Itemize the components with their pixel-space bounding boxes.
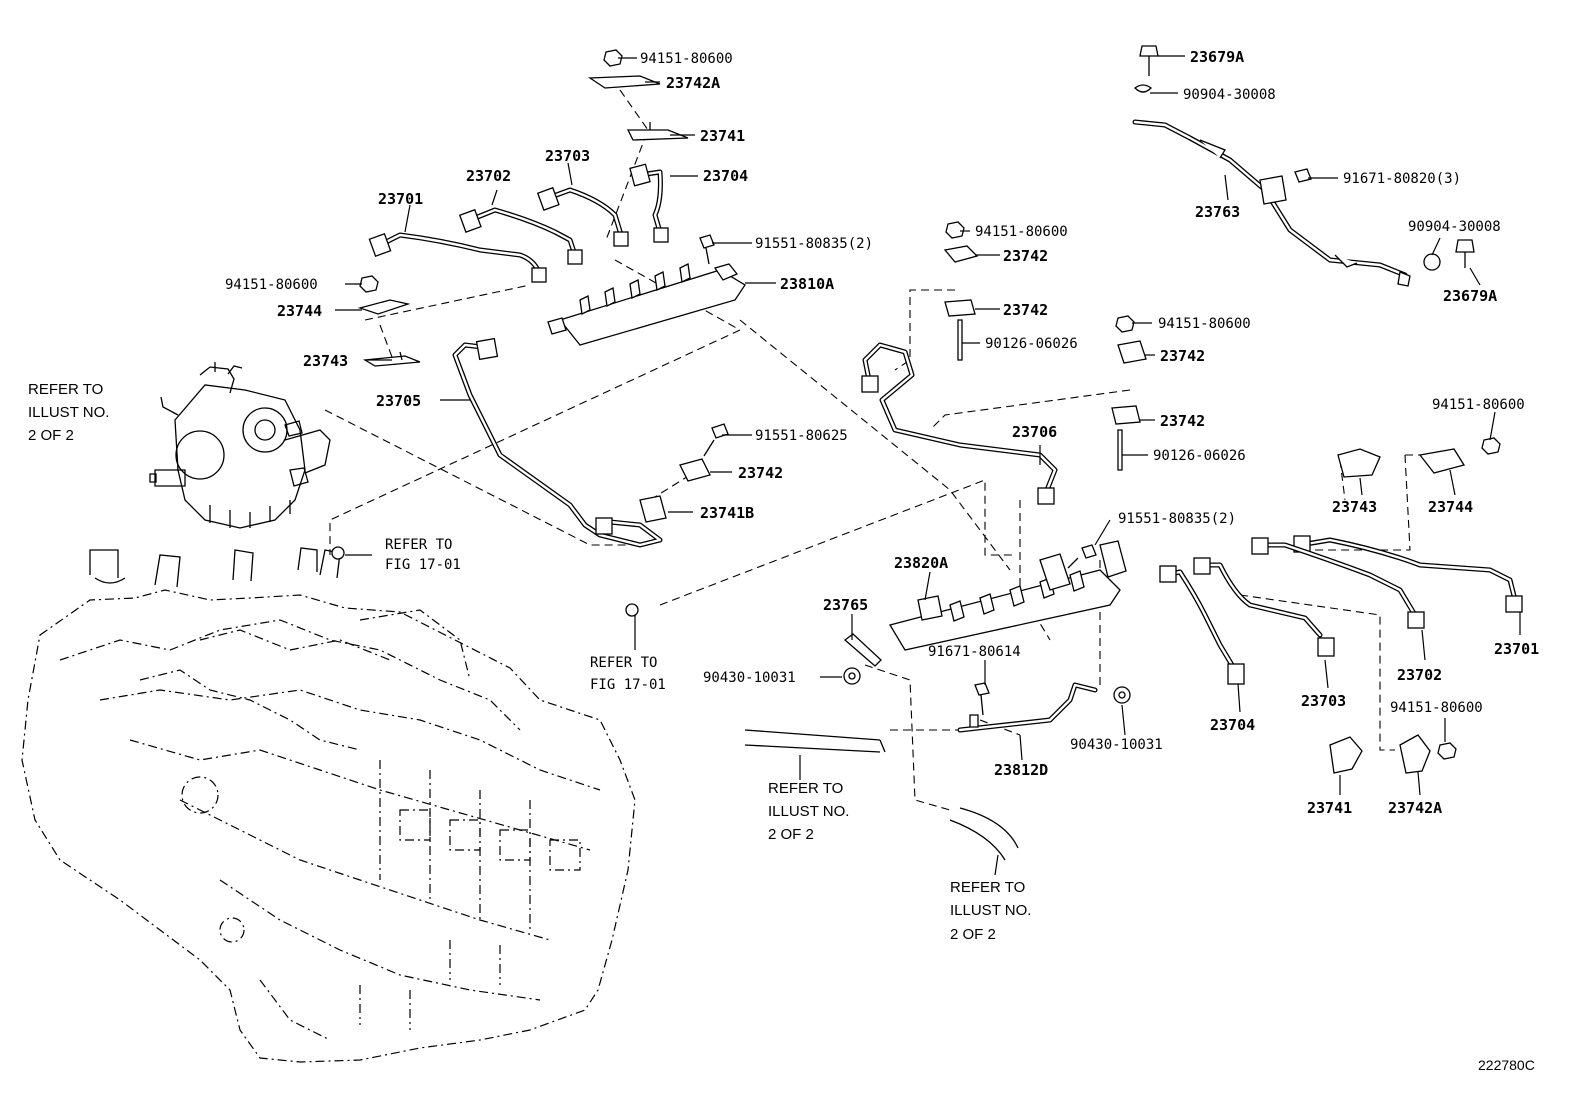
refer-fig-a-line2: FIG 17-01 bbox=[385, 557, 461, 573]
label-90904-30008-top: 90904-30008 bbox=[1183, 87, 1276, 103]
high-pressure-pump-illustration bbox=[149, 362, 331, 529]
refer-illust-low-line3: 2 OF 2 bbox=[950, 926, 996, 943]
label-23706: 23706 bbox=[1012, 423, 1057, 441]
label-90126-06026-a: 90126-06026 bbox=[985, 336, 1078, 352]
label-23742A-right: 23742A bbox=[1388, 799, 1442, 817]
label-23741-top: 23741 bbox=[700, 127, 745, 145]
engine-block-illustration bbox=[21, 547, 636, 1063]
parts-upper-right-group bbox=[1132, 45, 1475, 287]
label-23703-top: 23703 bbox=[545, 147, 590, 165]
label-23742A-top: 23742A bbox=[666, 74, 720, 92]
refer-fig-a-line1: REFER TO bbox=[385, 537, 452, 553]
refer-illust-low-line2: ILLUST NO. bbox=[950, 902, 1031, 919]
label-91551-80625: 91551-80625 bbox=[755, 428, 848, 444]
label-94151-80600-left: 94151-80600 bbox=[225, 277, 318, 293]
refer-fig-b-line1: REFER TO bbox=[590, 655, 657, 671]
label-23702-top: 23702 bbox=[466, 167, 511, 185]
label-91671-80820: 91671-80820(3) bbox=[1343, 171, 1461, 187]
label-23742-c3: 23742 bbox=[1160, 347, 1205, 365]
label-23744-left: 23744 bbox=[277, 302, 322, 320]
leader-lines bbox=[331, 55, 1521, 876]
label-91551-80835-right: 91551-80835(2) bbox=[1118, 511, 1236, 527]
label-23820A: 23820A bbox=[894, 554, 948, 572]
label-23763: 23763 bbox=[1195, 203, 1240, 221]
label-23679A-right: 23679A bbox=[1443, 287, 1497, 305]
label-23742-c4: 23742 bbox=[1160, 412, 1205, 430]
figure-number: 222780C bbox=[1478, 1057, 1535, 1073]
parts-center-group bbox=[744, 221, 1147, 861]
reference-notes: REFER TO ILLUST NO. 2 OF 2 REFER TO FIG … bbox=[28, 381, 1535, 1073]
part-number-labels: 94151-80600 23742A 23741 23703 23704 237… bbox=[225, 48, 1539, 817]
refer-illust-left-line1: REFER TO bbox=[28, 381, 103, 398]
label-23703-right: 23703 bbox=[1301, 692, 1346, 710]
refer-illust-mid-line1: REFER TO bbox=[768, 780, 843, 797]
label-23743-left: 23743 bbox=[303, 352, 348, 370]
label-23701-top: 23701 bbox=[378, 190, 423, 208]
label-23812D: 23812D bbox=[994, 761, 1048, 779]
parts-upper-left-group bbox=[357, 49, 746, 548]
label-23742-mid: 23742 bbox=[738, 464, 783, 482]
refer-illust-mid-line2: ILLUST NO. bbox=[768, 803, 849, 820]
label-94151-80600-e: 94151-80600 bbox=[1432, 397, 1525, 413]
refer-illust-left-line3: 2 OF 2 bbox=[28, 427, 74, 444]
label-23743-right: 23743 bbox=[1332, 498, 1377, 516]
label-23810A: 23810A bbox=[780, 275, 834, 293]
label-94151-80600-center: 94151-80600 bbox=[975, 224, 1068, 240]
refer-fig-b-line2: FIG 17-01 bbox=[590, 677, 666, 693]
label-23705: 23705 bbox=[376, 392, 421, 410]
label-90430-10031-right: 90430-10031 bbox=[1070, 737, 1163, 753]
label-94151-80600-d: 94151-80600 bbox=[1158, 316, 1251, 332]
label-90126-06026-b: 90126-06026 bbox=[1153, 448, 1246, 464]
label-23742-c1: 23742 bbox=[1003, 247, 1048, 265]
label-23741-right: 23741 bbox=[1307, 799, 1352, 817]
label-23742-c2: 23742 bbox=[1003, 301, 1048, 319]
refer-illust-low-line1: REFER TO bbox=[950, 879, 1025, 896]
label-90430-10031-left: 90430-10031 bbox=[703, 670, 796, 686]
label-90904-30008-right: 90904-30008 bbox=[1408, 219, 1501, 235]
label-94151-80600-top: 94151-80600 bbox=[640, 51, 733, 67]
label-23765: 23765 bbox=[823, 596, 868, 614]
refer-illust-mid-line3: 2 OF 2 bbox=[768, 826, 814, 843]
label-23704-right: 23704 bbox=[1210, 716, 1255, 734]
parts-right-group bbox=[1159, 437, 1523, 774]
label-94151-80600-f: 94151-80600 bbox=[1390, 700, 1483, 716]
assembly-dashed-lines bbox=[324, 89, 1430, 811]
label-23704-top: 23704 bbox=[703, 167, 748, 185]
label-23701-right: 23701 bbox=[1494, 640, 1539, 658]
label-91671-80614: 91671-80614 bbox=[928, 644, 1021, 660]
refer-illust-left-line2: ILLUST NO. bbox=[28, 404, 109, 421]
label-23702-right: 23702 bbox=[1397, 666, 1442, 684]
label-23744-right: 23744 bbox=[1428, 498, 1473, 516]
label-23741B: 23741B bbox=[700, 504, 754, 522]
label-23679A-top: 23679A bbox=[1190, 48, 1244, 66]
label-91551-80835-top: 91551-80835(2) bbox=[755, 236, 873, 252]
